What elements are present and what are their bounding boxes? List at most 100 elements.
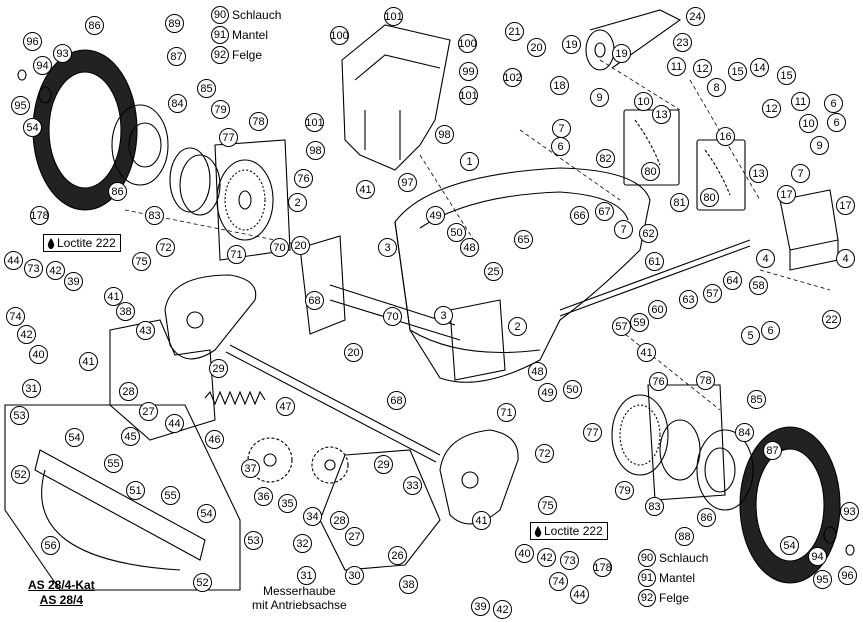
part-callout: 73: [24, 259, 43, 278]
part-callout: 77: [583, 423, 602, 442]
part-callout: 27: [139, 402, 158, 421]
legend-label: Schlauch: [232, 8, 282, 22]
part-callout: 31: [297, 566, 316, 585]
part-callout: 13: [749, 164, 768, 183]
part-callout: 74: [6, 307, 25, 326]
part-callout: 41: [104, 287, 123, 306]
part-callout: 28: [330, 511, 349, 530]
part-callout: 36: [254, 487, 273, 506]
part-callout: 44: [570, 585, 589, 604]
part-callout: 42: [493, 600, 512, 619]
part-callout: 89: [165, 14, 184, 33]
part-callout: 101: [459, 86, 478, 105]
legend-number: 90: [211, 6, 229, 24]
part-callout: 41: [637, 343, 656, 362]
belt-cover-right: [439, 429, 519, 525]
part-callout: 26: [388, 546, 407, 565]
part-callout: 39: [64, 272, 83, 291]
caption-line: Messerhaube: [263, 584, 336, 598]
drop-icon: [534, 525, 542, 537]
part-callout: 86: [85, 16, 104, 35]
caption-line: mit Antriebsachse: [252, 598, 347, 612]
part-callout: 46: [205, 430, 224, 449]
part-callout: 11: [791, 92, 810, 111]
part-callout: 76: [649, 372, 668, 391]
part-callout: 79: [615, 481, 634, 500]
part-callout: 15: [777, 66, 796, 85]
part-callout: 12: [762, 99, 781, 118]
part-callout: 29: [209, 359, 228, 378]
part-callout: 38: [399, 575, 418, 594]
part-callout: 68: [387, 391, 406, 410]
part-callout: 83: [645, 497, 664, 516]
part-callout: 86: [108, 182, 127, 201]
part-callout: 20: [527, 38, 546, 57]
part-callout: 87: [167, 47, 186, 66]
part-callout: 94: [33, 56, 52, 75]
part-callout: 25: [484, 262, 503, 281]
part-callout: 6: [827, 113, 846, 132]
part-callout: 74: [549, 572, 568, 591]
part-callout: 84: [168, 94, 187, 113]
drop-icon: [47, 237, 55, 249]
part-callout: 35: [278, 494, 297, 513]
part-callout: 20: [344, 343, 363, 362]
legend-number: 91: [211, 26, 229, 44]
part-callout: 24: [686, 7, 705, 26]
part-callout: 95: [11, 96, 30, 115]
part-callout: 72: [535, 444, 554, 463]
part-callout: 67: [595, 202, 614, 221]
part-callout: 43: [136, 321, 155, 340]
part-callout: 10: [634, 92, 653, 111]
part-callout: 78: [696, 371, 715, 390]
part-callout: 7: [614, 220, 633, 239]
part-callout: 80: [700, 188, 719, 207]
legend-number: 90: [638, 549, 656, 567]
part-callout: 8: [707, 78, 726, 97]
part-callout: 28: [119, 382, 138, 401]
part-callout: 68: [305, 291, 324, 310]
part-callout: 178: [593, 558, 612, 577]
part-callout: 3: [434, 306, 453, 325]
part-callout: 50: [563, 380, 582, 399]
part-callout: 4: [836, 249, 855, 268]
part-callout: 12: [693, 59, 712, 78]
part-callout: 17: [777, 185, 796, 204]
part-callout: 17: [836, 196, 855, 215]
part-callout: 75: [538, 496, 557, 515]
part-callout: 61: [645, 252, 664, 271]
part-callout: 48: [528, 362, 547, 381]
part-callout: 30: [345, 566, 364, 585]
part-callout: 42: [17, 325, 36, 344]
part-callout: 41: [472, 511, 491, 530]
part-callout: 60: [648, 300, 667, 319]
part-callout: 178: [30, 206, 49, 225]
part-callout: 82: [596, 149, 615, 168]
part-callout: 6: [551, 137, 570, 156]
right-sprocket-group: [611, 384, 726, 501]
part-callout: 31: [22, 379, 41, 398]
part-callout: 44: [165, 414, 184, 433]
part-callout: 83: [145, 206, 164, 225]
part-callout: 37: [241, 459, 260, 478]
part-callout: 40: [29, 345, 48, 364]
legend-label: Mantel: [232, 28, 269, 42]
model-labels: AS 28/4-Kat AS 28/4: [28, 578, 95, 608]
part-callout: 47: [276, 397, 295, 416]
part-callout: 63: [679, 290, 698, 309]
part-callout: 100: [330, 26, 349, 45]
loctite-label: Loctite 222: [57, 236, 116, 250]
model-label: AS 28/4: [39, 593, 84, 607]
part-callout: 2: [508, 317, 527, 336]
part-callout: 62: [639, 224, 658, 243]
part-callout: 51: [126, 481, 145, 500]
part-callout: 78: [249, 112, 268, 131]
part-callout: 44: [4, 251, 23, 270]
part-callout: 5: [741, 326, 760, 345]
part-callout: 66: [570, 206, 589, 225]
part-callout: 6: [761, 321, 780, 340]
part-callout: 94: [808, 547, 827, 566]
part-callout: 42: [46, 261, 65, 280]
legend-label: Schlauch: [659, 551, 709, 565]
